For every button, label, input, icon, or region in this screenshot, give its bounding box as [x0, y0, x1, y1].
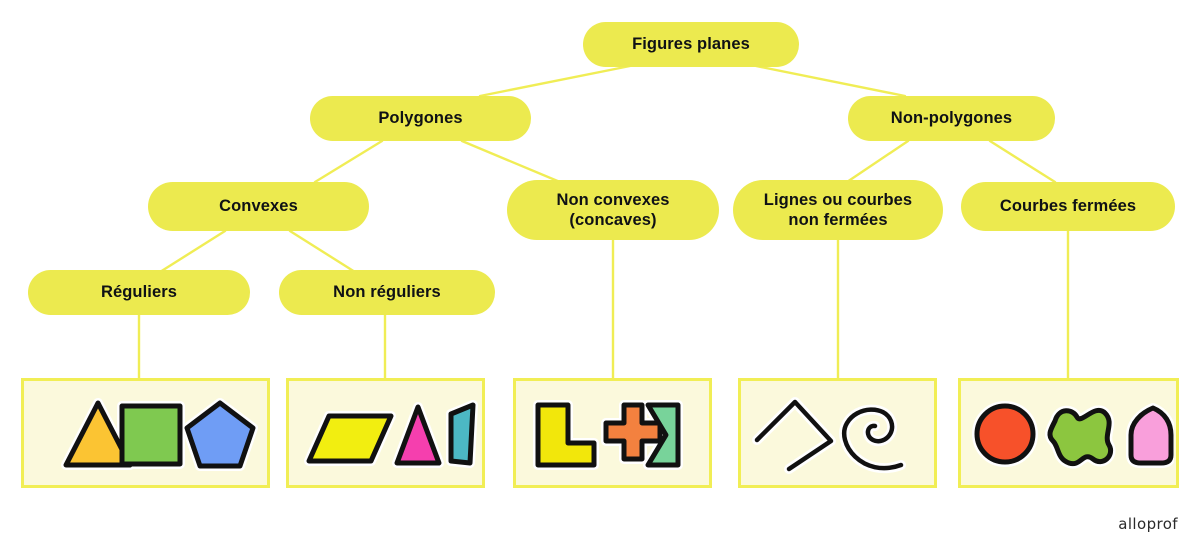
edge-figures-non-polygones	[754, 64, 907, 98]
shape-parallelogram	[306, 413, 393, 464]
shape-isosceles-triangle	[394, 404, 441, 466]
node-label: Figures planes	[632, 35, 750, 54]
shape-square	[119, 403, 183, 467]
edge-nonpolygones-courbes	[988, 139, 1057, 184]
node-label: Polygones	[378, 109, 463, 128]
shape-blob	[1047, 408, 1113, 467]
node-non-reguliers[interactable]: Non réguliers	[279, 270, 495, 315]
node-non-convexes[interactable]: Non convexes (concaves)	[507, 180, 719, 240]
node-label: Non réguliers	[333, 283, 441, 302]
edge-polygones-non-convexes	[460, 139, 562, 184]
node-non-polygones[interactable]: Non-polygones	[848, 96, 1055, 141]
shape-rounded-polygon	[1128, 405, 1174, 466]
node-label-line2: non fermées	[788, 211, 888, 229]
shape-pentagon	[184, 400, 256, 469]
edge-figures-polygones	[478, 64, 632, 98]
shape-irregular-quadrilateral	[448, 402, 475, 466]
edge-convexes-non-reguliers	[288, 229, 357, 274]
node-label-line2: (concaves)	[569, 211, 657, 229]
shape-l-shape	[535, 402, 596, 468]
box-non-convexes-examples	[513, 378, 712, 488]
shape-circle	[974, 403, 1036, 465]
shape-dart-shape	[645, 402, 680, 468]
alloprof-logo: alloprof	[1118, 515, 1178, 533]
box-non-reguliers-examples	[286, 378, 485, 488]
node-reguliers[interactable]: Réguliers	[28, 270, 250, 315]
node-label: Convexes	[219, 197, 298, 216]
node-label: Réguliers	[100, 283, 178, 302]
shape-spiral	[841, 407, 903, 471]
node-label: Non-polygones	[890, 109, 1013, 128]
shape-open-polyline	[754, 399, 833, 472]
box-lignes-non-fermees-examples	[738, 378, 937, 488]
edge-convexes-reguliers	[158, 229, 227, 274]
node-convexes[interactable]: Convexes	[148, 182, 369, 231]
edge-polygones-convexes	[313, 139, 384, 184]
shape-triangle-equilateral	[63, 400, 133, 468]
node-polygones[interactable]: Polygones	[310, 96, 531, 141]
box-reguliers-examples	[21, 378, 270, 488]
node-lignes-courbes-non-fermees[interactable]: Lignes ou courbes non fermées	[733, 180, 943, 240]
node-label: Courbes fermées	[999, 197, 1137, 216]
box-courbes-fermees-examples	[958, 378, 1179, 488]
node-label-line1: Non convexes	[556, 190, 670, 209]
node-label-line1: Lignes ou courbes	[763, 190, 913, 209]
node-figures-planes[interactable]: Figures planes	[583, 22, 799, 67]
shape-cross-shape	[603, 402, 662, 462]
node-courbes-fermees[interactable]: Courbes fermées	[961, 182, 1175, 231]
edge-nonpolygones-lignes	[845, 139, 910, 184]
